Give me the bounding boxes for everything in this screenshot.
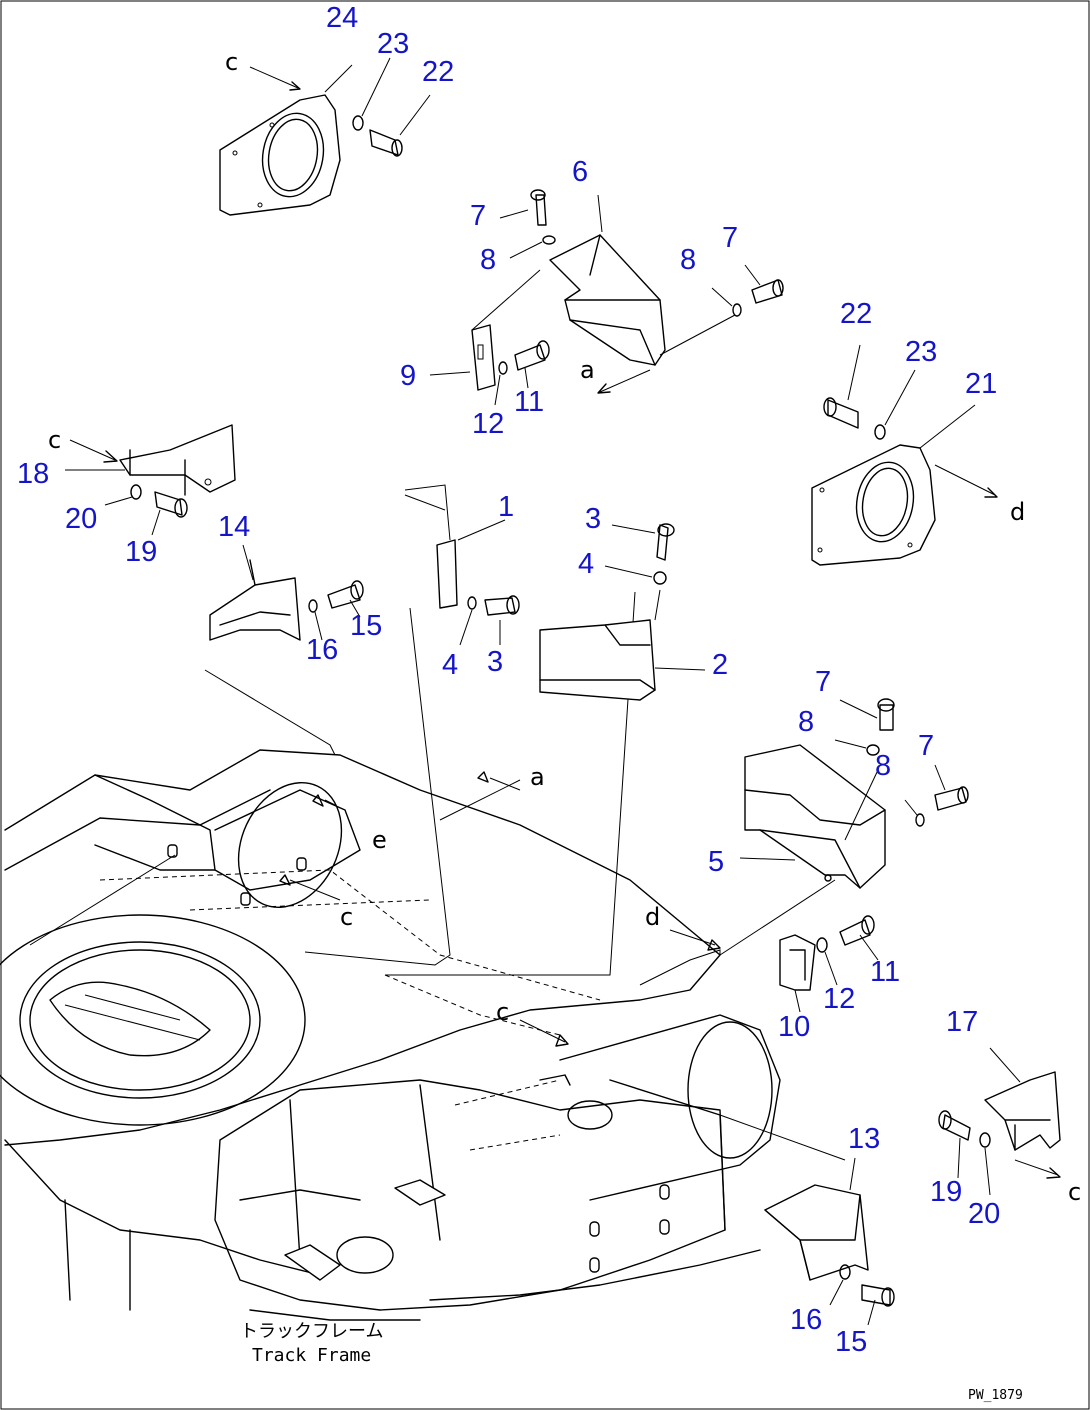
callout-15b: 15	[835, 1326, 868, 1358]
callout-24: 24	[326, 2, 359, 34]
callout-1: 1	[498, 491, 515, 523]
callout-20b: 20	[968, 1198, 1001, 1230]
ref-a-cover6: a	[580, 356, 595, 384]
callout-19a: 19	[125, 536, 158, 568]
callout-4b: 4	[442, 649, 459, 681]
callout-5: 5	[708, 846, 725, 878]
callout-8c: 8	[798, 706, 815, 738]
callout-16b: 16	[790, 1304, 823, 1336]
part-24-plate	[219, 57, 431, 216]
callout-8d: 8	[875, 750, 892, 782]
callout-7a: 7	[470, 200, 487, 232]
callout-17: 17	[946, 1006, 979, 1038]
ref-c-left: c	[48, 426, 62, 454]
callout-11a: 11	[514, 386, 545, 418]
part-14-cover	[209, 544, 364, 641]
callout-22b: 22	[840, 298, 873, 330]
callout-6: 6	[572, 156, 589, 188]
callout-16a: 16	[306, 634, 339, 666]
callout-3b: 3	[487, 646, 504, 678]
callout-7b: 7	[722, 222, 739, 254]
part-21-plate	[811, 344, 998, 566]
ref-c-top: c	[225, 48, 239, 76]
callout-2: 2	[712, 649, 729, 681]
frame-label-jp: トラックフレーム	[240, 1321, 384, 1342]
part-1-bracket	[404, 484, 520, 646]
callout-18: 18	[17, 458, 50, 490]
reference-arrows	[279, 771, 721, 1047]
callout-20a: 20	[65, 503, 98, 535]
callout-23: 23	[377, 28, 410, 60]
page-id: PW_1879	[968, 1388, 1023, 1403]
callout-23b: 23	[905, 336, 938, 368]
ref-c-frame2: c	[496, 998, 510, 1026]
callout-8b: 8	[680, 244, 697, 276]
ref-e-frame: e	[372, 826, 387, 854]
part-13-cover	[764, 1157, 895, 1326]
part-2-cover	[539, 523, 706, 701]
callout-21: 21	[965, 368, 998, 400]
part-6-cover	[429, 189, 784, 406]
part-18-bracket	[65, 424, 236, 536]
assembly-lines	[29, 591, 846, 1161]
callout-19b: 19	[930, 1176, 963, 1208]
callout-22: 22	[422, 56, 455, 88]
part-17-bracket	[938, 1047, 1061, 1196]
callout-4a: 4	[578, 548, 595, 580]
callout-3a: 3	[585, 503, 602, 535]
part-5-cover	[739, 698, 969, 1013]
callout-14: 14	[218, 511, 251, 543]
callout-15a: 15	[350, 610, 383, 642]
callout-8a: 8	[480, 244, 497, 276]
callout-11b: 11	[870, 956, 901, 988]
frame-label-en: Track Frame	[252, 1345, 372, 1366]
callout-10: 10	[778, 1011, 811, 1043]
ref-d-plate21: d	[1010, 498, 1026, 526]
ref-c-frame: c	[340, 903, 354, 931]
ref-c-right: c	[1068, 1178, 1082, 1206]
callout-7d: 7	[918, 730, 935, 762]
ref-d-frame: d	[645, 903, 661, 931]
callout-7c: 7	[815, 666, 832, 698]
callout-13: 13	[848, 1123, 881, 1155]
callout-12b: 12	[823, 983, 856, 1015]
track-frame	[0, 749, 781, 1321]
ref-a-frame: a	[530, 763, 545, 791]
callout-9: 9	[400, 360, 417, 392]
callout-12a: 12	[472, 408, 505, 440]
